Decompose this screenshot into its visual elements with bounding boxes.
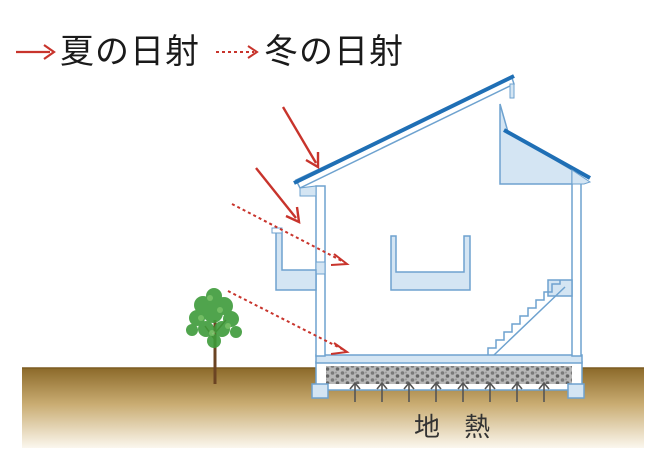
roof [293,74,515,197]
summer-arrow-icon [281,106,320,170]
legend: 夏の日射 冬の日射 [14,32,416,72]
geothermal-arrows [349,381,550,402]
upward-arrow-icon [349,381,361,402]
right-wall [571,179,582,357]
legend-winter-label: 冬の日射 [264,32,404,72]
summer-sun-arrows [255,106,320,225]
upward-arrow-icon [403,381,415,402]
staircase [487,280,566,356]
roof-right [503,128,592,185]
left-wall [315,185,326,357]
upward-arrow-icon [484,381,496,402]
upward-arrow-icon [511,381,523,402]
upward-arrow-icon [376,381,388,402]
upward-arrow-icon [430,381,442,402]
ground-floor [315,354,583,364]
gravel-bed [326,366,572,384]
foundation [311,361,585,399]
clerestory [499,103,573,185]
upward-arrow-icon [457,381,469,402]
winter-arrow-icon [231,203,350,266]
legend-summer: 夏の日射 [14,32,200,72]
legend-winter: 冬の日射 [212,32,404,72]
summer-arrow-icon [255,167,301,225]
balcony [275,231,317,291]
tree-icon [186,288,242,384]
summer-arrow-icon [16,44,56,60]
winter-arrow-icon [227,290,350,355]
geothermal-label: 地 熱 [414,413,498,443]
winter-arrow-icon [216,45,259,59]
loft-floor [390,235,471,291]
winter-sun-arrows [227,203,350,355]
upward-arrow-icon [538,381,550,402]
legend-summer-label: 夏の日射 [60,32,200,72]
